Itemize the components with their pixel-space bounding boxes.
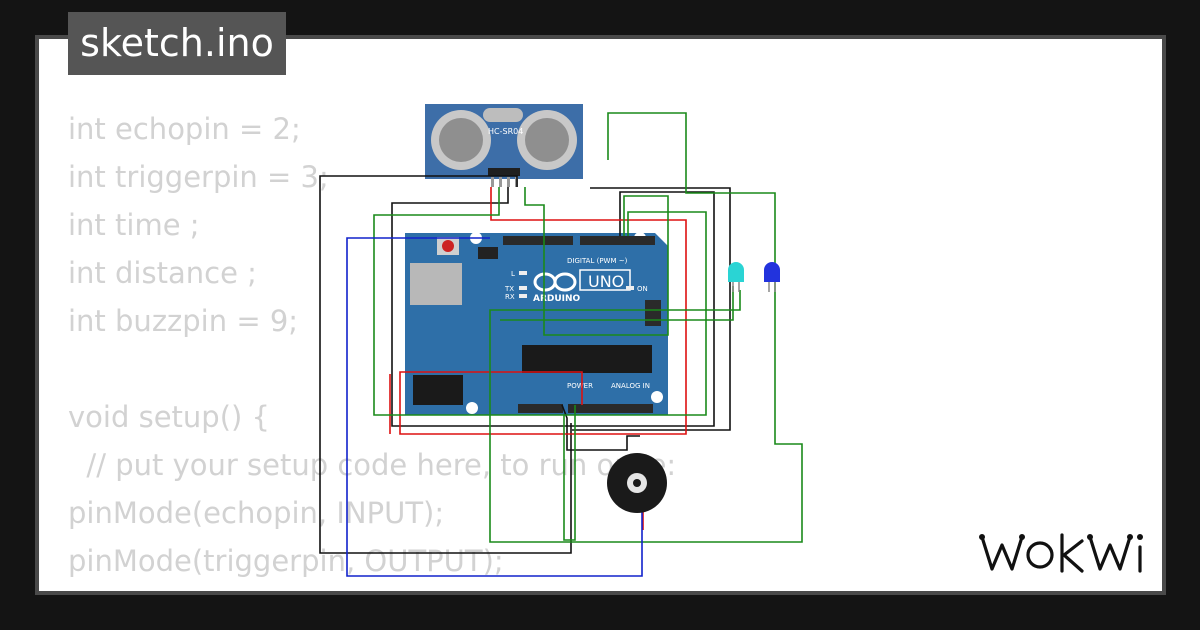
wire-red-1: [399, 187, 687, 435]
code-line: int echopin = 2;: [68, 112, 301, 146]
wires: [319, 112, 803, 577]
usb-port: [410, 263, 462, 305]
blue-led[interactable]: [764, 262, 780, 292]
reset-button: [442, 240, 454, 252]
code-text: int echopin = 2; int triggerpin = 3; int t…: [68, 105, 676, 591]
wokwi-logo: [979, 533, 1143, 573]
wire-black-2: [391, 187, 715, 427]
wire-black-1: [319, 175, 572, 554]
svg-text:POWER: POWER: [567, 382, 593, 390]
cyan-led[interactable]: [728, 262, 744, 292]
wire-green-5: [563, 405, 576, 541]
svg-text:L: L: [511, 270, 515, 278]
svg-text:ANALOG IN: ANALOG IN: [611, 382, 650, 390]
atmega-chip: [522, 345, 652, 373]
code-line: int triggerpin = 3;: [68, 160, 329, 194]
wire-black-3: [561, 404, 640, 451]
arduino-uno-board[interactable]: DIGITAL (PWM ~) L TX RX ARDUINO UNO ON P…: [405, 232, 668, 415]
code-line: pinMode(echopin, INPUT);: [68, 496, 445, 530]
power-jack: [413, 375, 463, 405]
code-line: pinMode(triggerpin, OUTPUT);: [68, 544, 504, 578]
piezo-buzzer[interactable]: [607, 453, 667, 513]
svg-text:ON: ON: [637, 285, 648, 293]
wire-black-4: [572, 187, 731, 431]
svg-text:TX: TX: [504, 285, 514, 293]
digital-header-right: [580, 236, 655, 245]
analog-header: [598, 404, 653, 413]
hc-sr04-sensor[interactable]: HC-SR04: [425, 104, 583, 187]
arduino-logo: [533, 272, 577, 292]
svg-text:ARDUINO: ARDUINO: [533, 294, 581, 304]
svg-text:HC-SR04: HC-SR04: [488, 127, 523, 136]
wire-green-4: [500, 286, 734, 321]
code-line: int distance ;: [68, 256, 257, 290]
digital-header-left: [503, 236, 573, 245]
wire-green-2: [524, 187, 669, 336]
svg-text:UNO: UNO: [588, 272, 624, 291]
file-tab[interactable]: sketch.ino: [68, 12, 286, 75]
wire-green-3: [489, 112, 803, 543]
code-editor[interactable]: int echopin = 2; int triggerpin = 3; int t…: [38, 39, 1161, 591]
svg-text:RX: RX: [505, 293, 515, 301]
wire-green-1: [373, 187, 707, 416]
svg-text:DIGITAL (PWM ~): DIGITAL (PWM ~): [567, 257, 628, 265]
code-line: void setup() {: [68, 400, 270, 434]
code-line: int buzzpin = 9;: [68, 304, 299, 338]
power-header: [518, 404, 563, 413]
wire-blue-1: [346, 237, 643, 577]
code-line: int time ;: [68, 208, 200, 242]
